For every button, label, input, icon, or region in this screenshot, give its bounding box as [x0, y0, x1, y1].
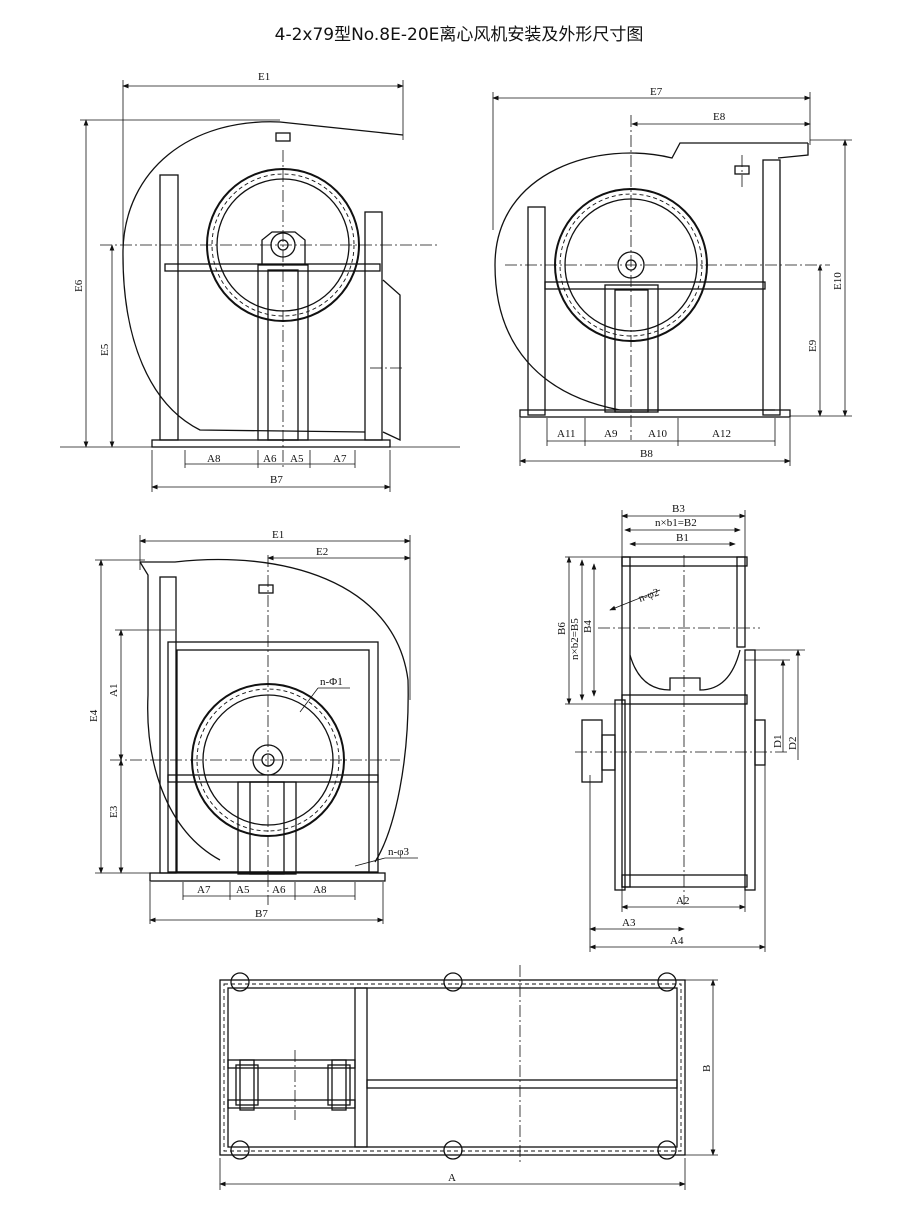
dim-A3: A3	[622, 917, 636, 929]
dim-A8: A8	[207, 453, 221, 465]
base-frame-plan: A B	[219, 965, 718, 1190]
dim-B6: B6	[556, 622, 568, 635]
dim-E9: E9	[807, 339, 819, 352]
scroll-casing	[140, 558, 409, 863]
dim-B1: B1	[676, 532, 689, 544]
dim-A9: A9	[604, 428, 618, 440]
dim-B: B	[701, 1065, 713, 1072]
dim-E1: E1	[258, 71, 270, 83]
label-n-phi3: n-φ3	[388, 846, 410, 858]
scroll-casing	[494, 142, 808, 411]
dim-E5: E5	[99, 343, 111, 356]
side-view: B3 n×b1=B2 B1 n-φ2 B6 n×b2=B5 B4 D1 D2 A…	[556, 503, 805, 952]
dim-A1: A1	[108, 684, 120, 697]
dim-A6: A6	[263, 453, 277, 465]
dim-A10: A10	[648, 428, 667, 440]
dim-B5: n×b2=B5	[569, 618, 581, 660]
dim-A2: A2	[676, 895, 689, 907]
dim-A7: A7	[197, 884, 211, 896]
drawing-title: 4-2x79型No.8E-20E离心风机安装及外形尺寸图	[274, 25, 644, 45]
dim-A5: A5	[290, 453, 304, 465]
dim-B4: B4	[582, 620, 594, 633]
dim-A8: A8	[313, 884, 327, 896]
dim-E3: E3	[108, 805, 120, 818]
dim-A6: A6	[272, 884, 286, 896]
label-n-phi1: n-Φ1	[320, 676, 343, 688]
dim-B7: B7	[255, 908, 268, 920]
dim-E4: E4	[88, 709, 100, 722]
dim-E8: E8	[713, 111, 726, 123]
dim-A4: A4	[670, 935, 684, 947]
front-view-top-outlet: E1 E2 E4 A1 E3 n-Φ1 n-φ3 A7 A5 A6 A8 B7	[88, 529, 418, 924]
dim-B7: B7	[270, 474, 283, 486]
dim-E7: E7	[650, 86, 663, 98]
dim-A5: A5	[236, 884, 250, 896]
dim-E2: E2	[316, 546, 328, 558]
dim-A7: A7	[333, 453, 347, 465]
label-n-phi2: n-φ2	[637, 586, 661, 604]
dim-E10: E10	[832, 272, 844, 290]
dim-B8: B8	[640, 448, 653, 460]
dim-A: A	[448, 1172, 456, 1184]
dim-D1: D1	[772, 735, 784, 748]
front-view-left-outlet: E1 E6 E5 A8 A6 A5 A7 B7	[60, 71, 460, 492]
dim-B2: n×b1=B2	[655, 517, 697, 529]
dim-B3: B3	[672, 503, 685, 515]
dim-E1: E1	[272, 529, 284, 541]
scroll-casing	[122, 121, 404, 433]
dim-E6: E6	[73, 279, 85, 292]
front-view-right-outlet: E7 E8 E10 E9 A11 A9 A10 A12 B8	[492, 86, 852, 466]
dim-D2: D2	[787, 737, 799, 750]
dim-A11: A11	[557, 428, 576, 440]
dim-A12: A12	[712, 428, 731, 440]
